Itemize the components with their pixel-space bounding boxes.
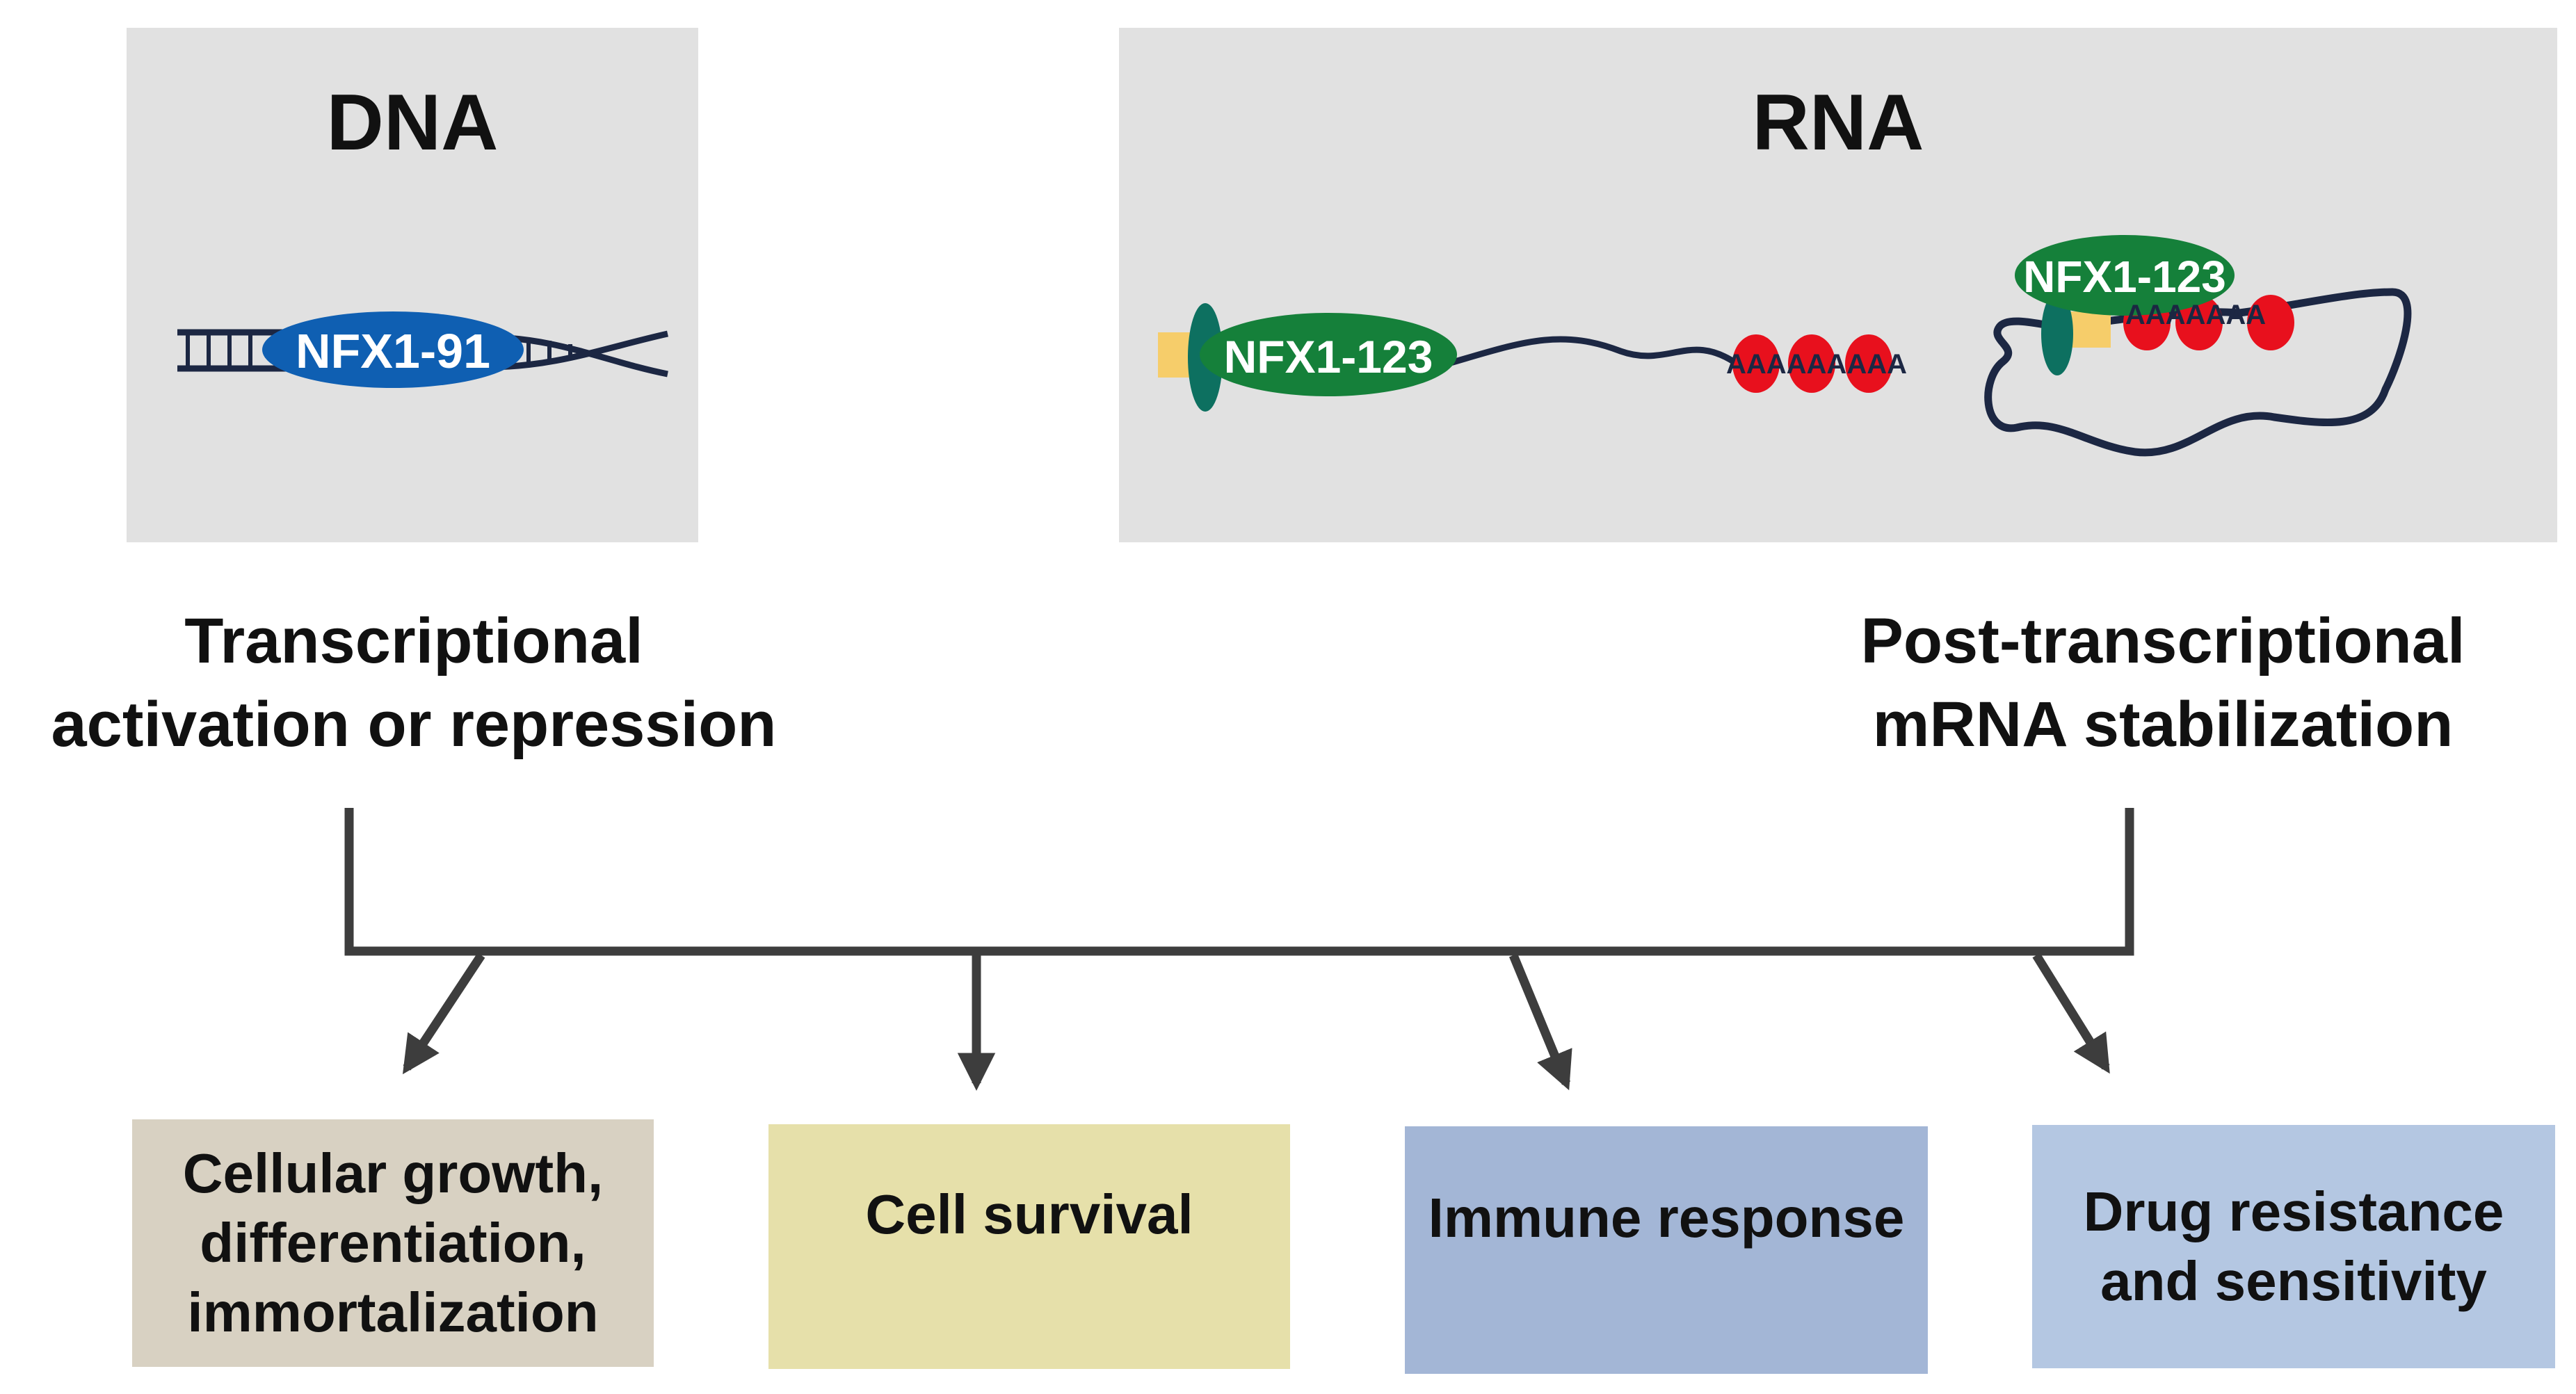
process-right-line2: mRNA stabilization <box>1872 689 2454 760</box>
arrow-to-immune <box>1508 953 1572 1091</box>
arrow-to-growth <box>402 953 485 1075</box>
outcome-cell-survival: Cell survival <box>768 1124 1290 1369</box>
nfx1-123-label-circular: NFX1-123 <box>2023 252 2226 302</box>
polya-tail-circular: AAAAAAA <box>2125 300 2266 330</box>
polya-bead <box>1788 334 1835 393</box>
polya-bead <box>1845 334 1892 393</box>
post-transcriptional-process-label: Post-transcriptional mRNA stabilization <box>1780 599 2545 766</box>
nfx1-123-protein-circular <box>2015 235 2235 316</box>
dna-heading: DNA <box>326 79 499 167</box>
connector-lines <box>344 808 2134 956</box>
circular-mrna: NFX1-123 AAAAAAA <box>1984 235 2412 457</box>
outcome-cellular-growth: Cellular growth, differentiation, immort… <box>132 1119 654 1367</box>
outcome-label: Cell survival <box>865 1183 1193 1245</box>
rna-panel <box>1119 28 2557 542</box>
process-left-line1: Transcriptional <box>184 606 643 676</box>
dna-helix <box>177 329 668 378</box>
polya-tail-linear: AAAAAAAAA <box>1726 349 1907 380</box>
cap-yellow-block <box>2069 311 2111 348</box>
polya-bead <box>2175 295 2223 350</box>
nfx1-91-protein: NFX1-91 <box>262 311 524 388</box>
outcome-drug-resistance: Drug resistance and sensitivity <box>2032 1125 2555 1368</box>
rna-heading: RNA <box>1752 79 1924 167</box>
nfx1-123-label-linear: NFX1-123 <box>1224 331 1433 382</box>
transcriptional-process-label: Transcriptional activation or repression <box>0 599 828 766</box>
outcome-label: Cellular growth, differentiation, immort… <box>182 1142 604 1343</box>
nfx1-123-protein-linear <box>1200 313 1457 396</box>
outcome-label: Drug resistance and sensitivity <box>2083 1181 2504 1312</box>
cap-teal-oval <box>2041 292 2073 375</box>
polya-bead <box>1732 334 1780 393</box>
process-right-line1: Post-transcriptional <box>1860 606 2465 676</box>
outcome-label: Immune response <box>1428 1187 1905 1249</box>
polya-bead <box>2247 295 2294 350</box>
arrow-to-drug <box>2032 953 2110 1074</box>
outcome-arrows <box>402 953 2110 1091</box>
process-left-line2: activation or repression <box>51 689 777 760</box>
outcome-immune-response: Immune response <box>1405 1126 1928 1374</box>
linear-mrna: NFX1-123 AAAAAAAAA <box>1158 303 1907 412</box>
dna-panel <box>127 28 698 542</box>
nfx1-91-label: NFX1-91 <box>296 324 490 378</box>
